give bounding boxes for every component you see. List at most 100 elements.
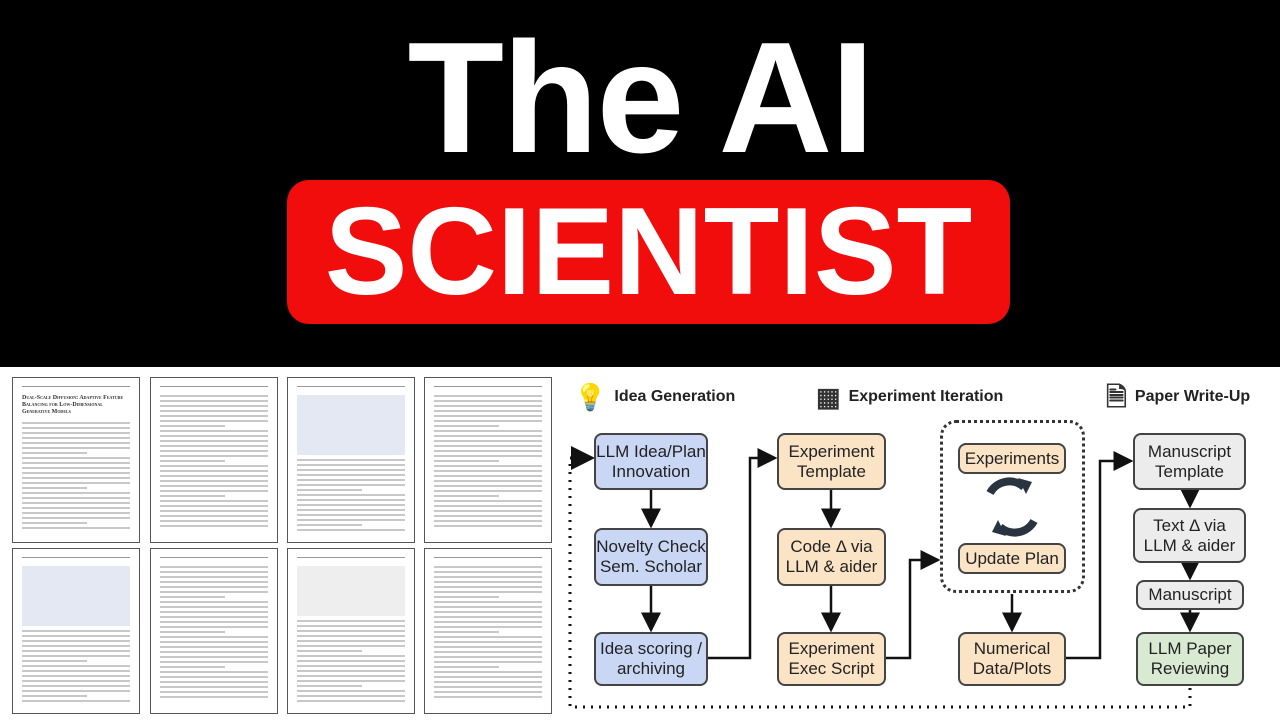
header-paper-write-up: 🗎Paper Write-Up <box>1106 384 1250 410</box>
text-line <box>297 524 362 526</box>
text-line <box>22 655 130 657</box>
text-line <box>434 490 542 492</box>
box-experiment-exec-script: Experiment Exec Script <box>777 632 886 686</box>
text-line <box>434 515 542 517</box>
text-line <box>297 635 405 637</box>
text-line <box>160 666 225 668</box>
text-line <box>160 586 268 588</box>
text-line <box>297 464 405 466</box>
text-line <box>160 405 268 407</box>
text-line <box>434 450 542 452</box>
title-banner: SCIENTIST <box>287 180 1010 324</box>
text-line <box>434 581 542 583</box>
text-line <box>297 645 405 647</box>
text-line <box>297 529 405 531</box>
text-line <box>297 499 405 501</box>
text-line <box>297 630 405 632</box>
text-line <box>297 504 405 506</box>
title-line-2: SCIENTIST <box>324 183 973 321</box>
text-line <box>22 422 130 424</box>
text-line <box>22 447 130 449</box>
header-label: Experiment Iteration <box>848 388 1004 405</box>
text-line <box>22 670 130 672</box>
text-line <box>434 475 542 477</box>
text-line <box>434 616 542 618</box>
text-line <box>434 596 499 598</box>
lightbulb-icon: 💡 <box>574 382 607 412</box>
text-line <box>22 660 87 662</box>
box-update-plan: Update Plan <box>958 543 1066 574</box>
box-code-delta: Code Δ via LLM & aider <box>777 528 886 586</box>
text-line <box>160 641 268 643</box>
text-line <box>160 611 268 613</box>
text-line <box>297 665 405 667</box>
text-line <box>434 651 542 653</box>
text-line <box>434 571 542 573</box>
text-line <box>160 425 225 427</box>
text-line <box>297 474 405 476</box>
text-line <box>297 620 405 622</box>
text-line <box>22 517 130 519</box>
header-idea-generation: 💡Idea Generation <box>574 384 735 410</box>
text-line <box>297 479 405 481</box>
text-line <box>434 510 542 512</box>
text-line <box>297 680 405 682</box>
text-line <box>22 507 130 509</box>
paper-title: Dual-Scale Diffusion: Adaptive Feature B… <box>22 395 124 415</box>
text-line <box>434 611 542 613</box>
text-line <box>434 460 499 462</box>
text-line <box>160 646 268 648</box>
text-line <box>22 477 130 479</box>
text-line <box>434 696 542 698</box>
text-line <box>22 645 130 647</box>
text-line <box>297 484 405 486</box>
text-line <box>22 437 130 439</box>
text-line <box>22 482 130 484</box>
text-line <box>297 655 405 657</box>
text-line <box>160 631 225 633</box>
text-line <box>434 440 542 442</box>
text-line <box>434 621 542 623</box>
text-line <box>160 681 268 683</box>
text-line <box>434 420 542 422</box>
text-line <box>160 395 268 397</box>
text-line <box>160 676 268 678</box>
box-experiments: Experiments <box>958 443 1066 474</box>
text-line <box>434 500 542 502</box>
text-line <box>160 581 268 583</box>
paper-page-thumbnail <box>150 377 278 543</box>
text-line <box>22 467 130 469</box>
text-line <box>434 525 542 527</box>
text-line <box>297 459 405 461</box>
text-line <box>22 630 130 632</box>
text-line <box>160 576 268 578</box>
box-llm-idea-plan-innovation: LLM Idea/Plan Innovation <box>594 433 708 490</box>
text-line <box>160 450 268 452</box>
text-line <box>434 520 542 522</box>
text-line <box>160 430 268 432</box>
text-line <box>434 606 542 608</box>
text-line <box>297 494 405 496</box>
text-line <box>160 571 268 573</box>
text-line <box>297 685 362 687</box>
box-experiment-template: Experiment Template <box>777 433 886 490</box>
text-line <box>160 510 268 512</box>
text-line <box>160 415 268 417</box>
text-line <box>160 606 268 608</box>
text-line <box>22 472 130 474</box>
text-line <box>434 395 542 397</box>
text-line <box>160 435 268 437</box>
paper-page-thumbnail <box>424 548 552 714</box>
text-line <box>22 497 130 499</box>
text-line <box>434 676 542 678</box>
text-line <box>434 641 542 643</box>
text-line <box>22 452 87 454</box>
header-label: Paper Write-Up <box>1134 388 1251 405</box>
text-line <box>160 520 268 522</box>
text-line <box>297 469 405 471</box>
text-line <box>434 415 542 417</box>
text-line <box>297 509 405 511</box>
text-line <box>22 680 130 682</box>
text-line <box>160 495 225 497</box>
text-line <box>160 696 268 698</box>
